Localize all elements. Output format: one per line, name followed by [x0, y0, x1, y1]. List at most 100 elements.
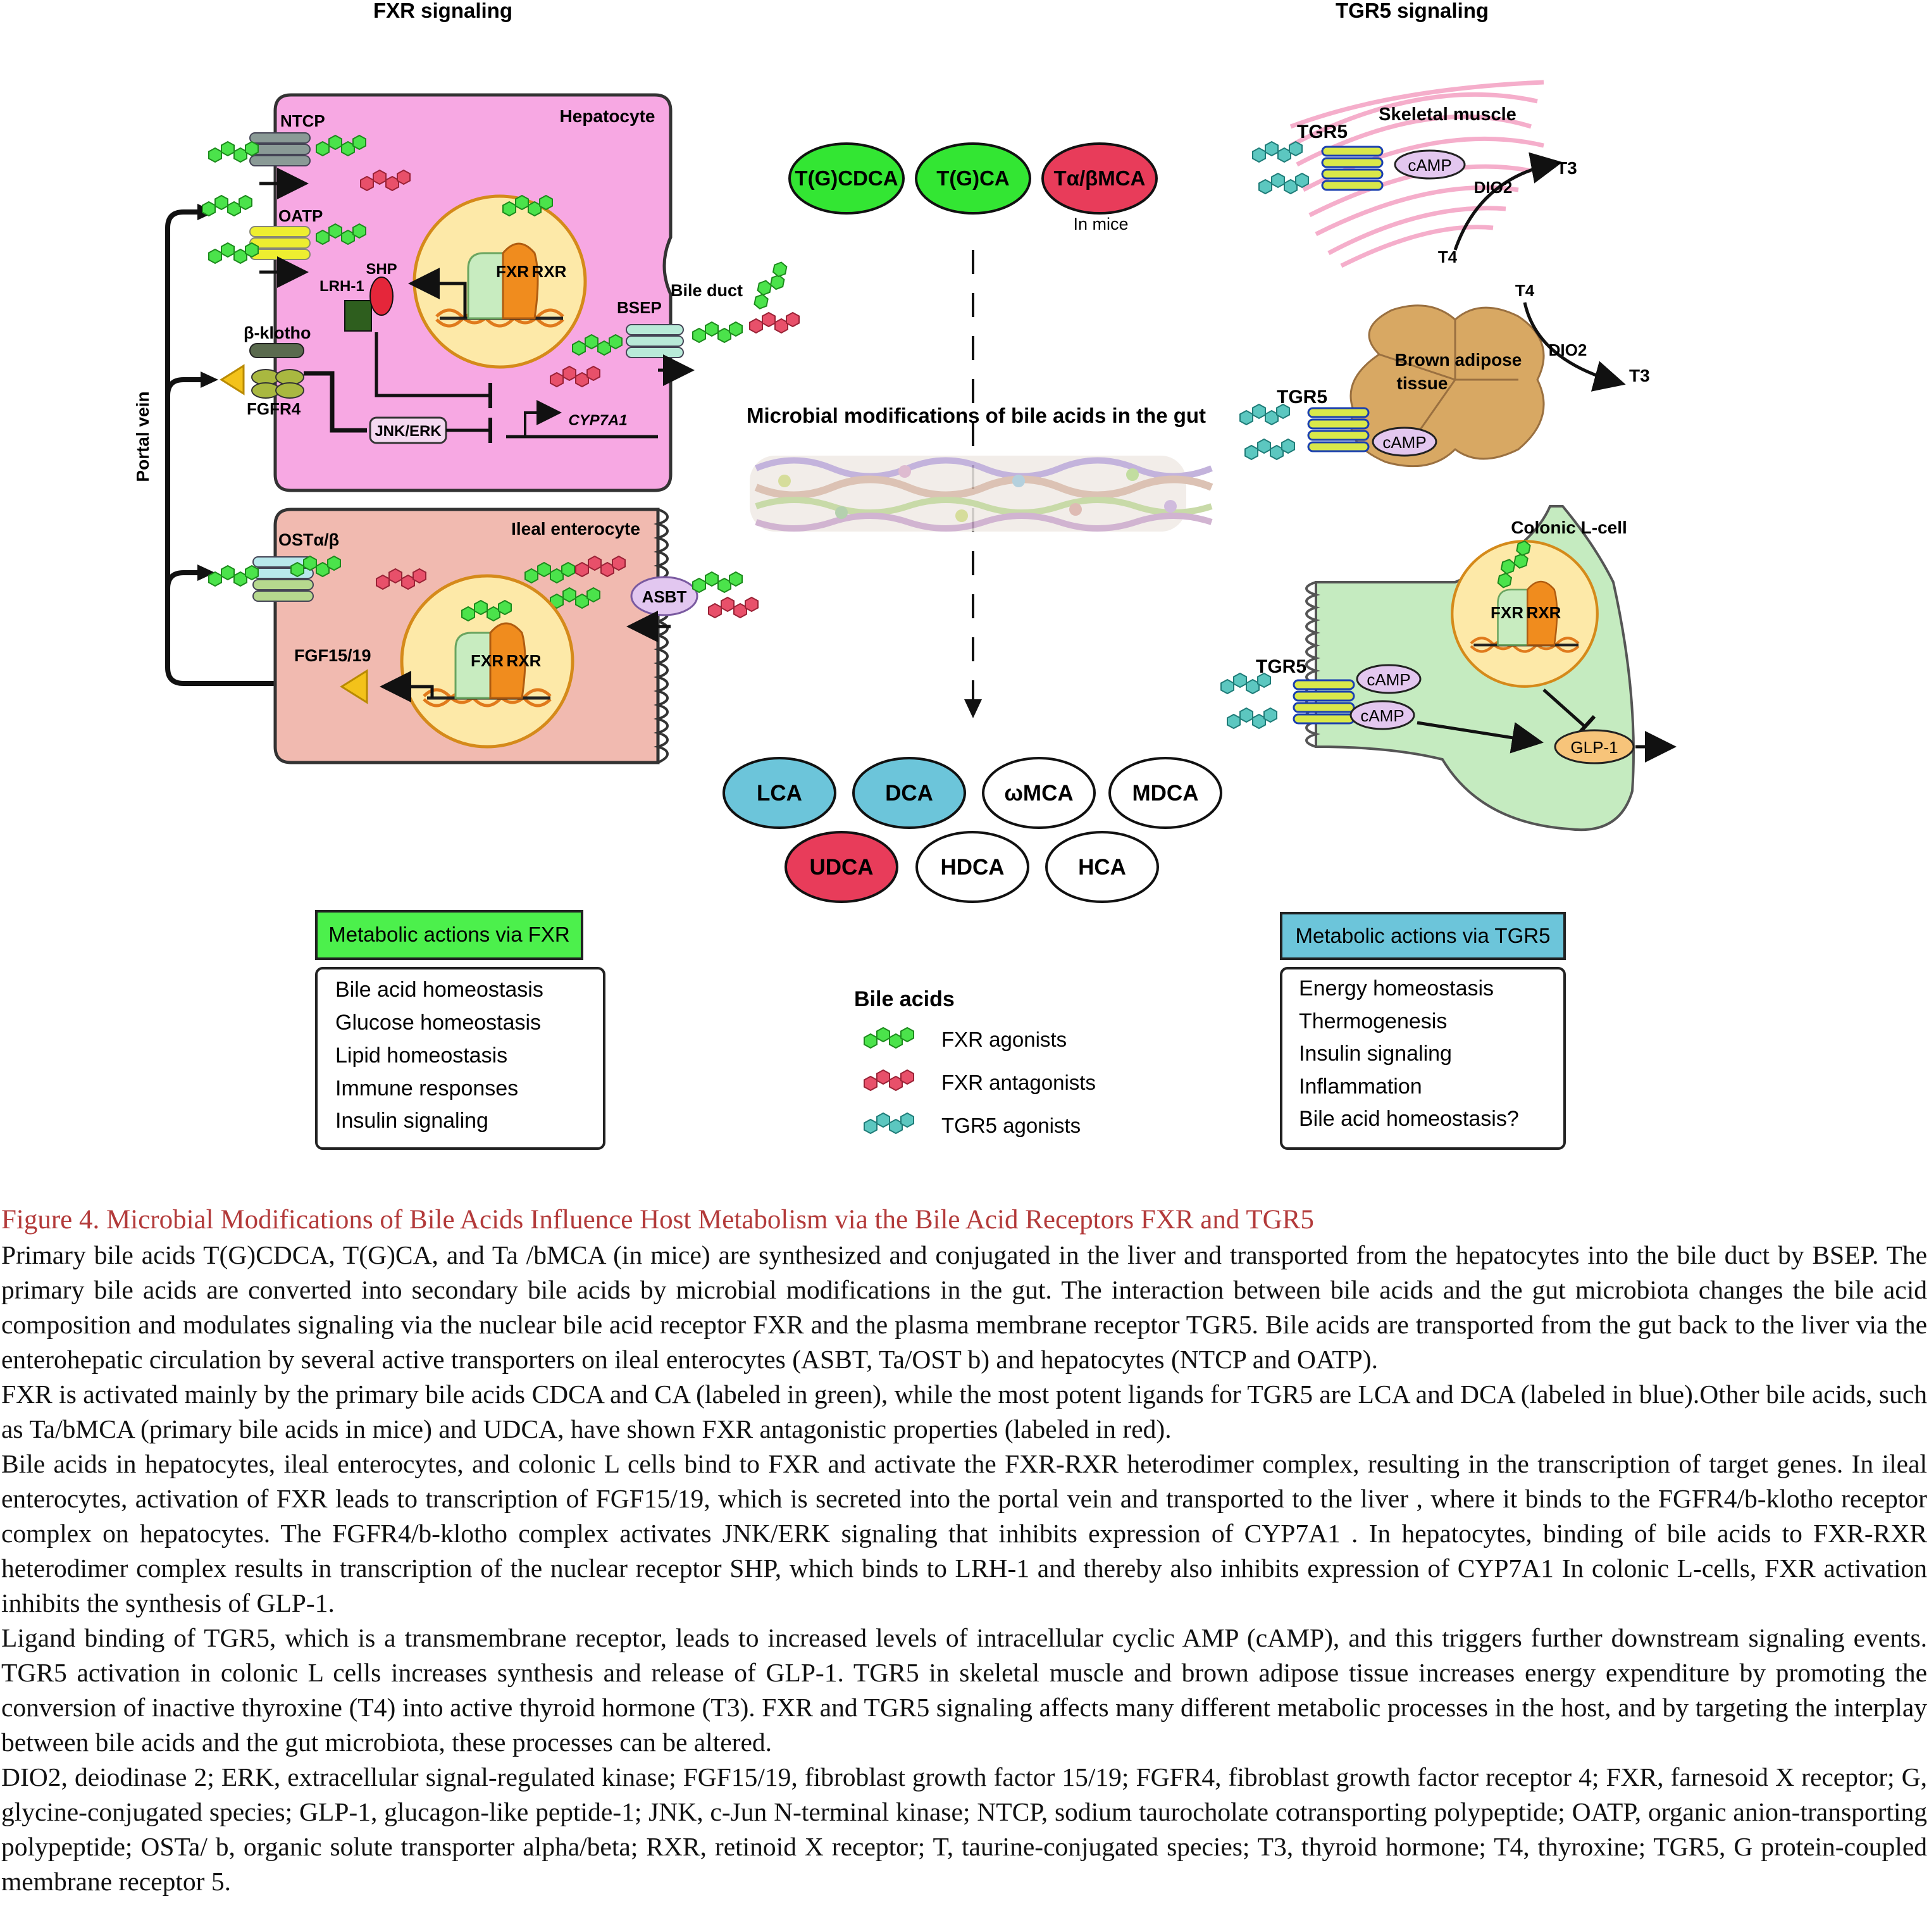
portal-vein-label: Portal vein [133, 391, 152, 482]
secondary-acid-6-label: HCA [1078, 855, 1126, 880]
secondary-acid-1-label: DCA [885, 781, 933, 806]
primary-acid-2-label: Tα/βMCA [1054, 166, 1146, 190]
lcell-camp-2-label: cAMP [1360, 706, 1404, 725]
bile-acid-legend: Bile acids FXR agonists FXR antagonists … [854, 987, 1096, 1137]
tgr5-action-1: Thermogenesis [1299, 1009, 1447, 1033]
fgf1519-label: FGF15/19 [294, 646, 371, 665]
muscle-t4-label: T4 [1438, 247, 1458, 266]
lcell-camp-1 [1356, 664, 1422, 694]
oatp-label: OATP [278, 206, 323, 225]
tgr5-signaling-header: TGR5 signaling [1336, 0, 1489, 22]
fxr-action-2: Lipid homeostasis [335, 1044, 507, 1068]
lcell-camp-1-label: cAMP [1367, 670, 1410, 689]
lcell-fxr-label: FXR [1491, 603, 1523, 622]
legend-item-0: FXR agonists [941, 1028, 1067, 1051]
asbt-label: ASBT [642, 587, 687, 606]
adipose-tgr5-label: TGR5 [1277, 387, 1327, 408]
fgfr4-label: FGFR4 [247, 399, 301, 418]
ntcp-label: NTCP [280, 111, 325, 130]
tgr5-actions-list [1280, 967, 1566, 1150]
muscle-dio2-label: DIO2 [1474, 178, 1513, 197]
adipose-camp [1372, 427, 1437, 457]
legend-title: Bile acids [854, 987, 955, 1011]
figure-diagram: FXR signaling TGR5 signaling Portal vein… [133, 0, 1677, 1150]
adipose-camp-label: cAMP [1382, 433, 1426, 452]
tgr5-actions-header [1280, 912, 1566, 960]
bsep-transporter [626, 324, 684, 358]
glp1-label: GLP-1 [1570, 738, 1618, 757]
tgr5-action-2: Insulin signaling [1299, 1042, 1452, 1066]
in-mice-label: In mice [1073, 215, 1128, 234]
fxr-action-0: Bile acid homeostasis [335, 978, 543, 1002]
tgr5-actions-title: Metabolic actions via TGR5 [1296, 924, 1551, 947]
adipose-dio2-label: DIO2 [1549, 340, 1587, 359]
secondary-bile-acids: LCA DCA ωMCA MDCA UDCA HDCA HCA [723, 757, 1222, 903]
hepatocyte-cell: Hepatocyte NTCP OATP FXR RXR LRH-1 SHP [202, 93, 799, 492]
secondary-acid-1 [852, 757, 966, 829]
lrh1-box [344, 300, 372, 332]
enterocyte-title: Ileal enterocyte [511, 519, 640, 539]
fxr-signaling-header: FXR signaling [373, 0, 512, 22]
primary-acid-0 [788, 142, 905, 215]
beta-klotho-fgfr4 [249, 343, 304, 399]
brown-adipose-panel: Brown adipose tissue TGR5 cAMP T4 DIO2 T… [1240, 281, 1650, 468]
fgf1519-triangle [340, 669, 368, 704]
shp-shape [369, 277, 394, 316]
caption-paragraph-2: FXR is activated mainly by the primary b… [1, 1380, 1927, 1443]
tgr5-action-0: Energy homeostasis [1299, 976, 1494, 1000]
tgr5-actions: Metabolic actions via TGR5 Energy homeos… [1280, 912, 1566, 1150]
secondary-acid-0-label: LCA [757, 781, 802, 806]
secondary-acid-3-label: MDCA [1132, 781, 1199, 806]
bile-duct-label: Bile duct [671, 281, 743, 300]
fxr-actions-header [315, 910, 583, 960]
muscle-title: Skeletal muscle [1379, 104, 1517, 125]
primary-acid-1-label: T(G)CA [936, 166, 1009, 190]
microbial-title: Microbial modifications of bile acids in… [747, 404, 1206, 427]
oatp-transporter [249, 226, 311, 260]
lcell-title: Colonic L-cell [1511, 518, 1627, 537]
ileal-enterocyte-cell: Ileal enterocyte OSTα/β ASBT FXR RXR FGF… [209, 508, 758, 764]
hep-rxr-label: RXR [532, 262, 567, 281]
shp-label: SHP [366, 261, 397, 278]
muscle-camp-label: cAMP [1408, 156, 1451, 175]
ost-label: OSTα/β [278, 530, 339, 549]
jnk-erk-label: JNK/ERK [375, 423, 442, 440]
ent-rxr-label: RXR [507, 651, 542, 670]
fxr-action-1: Glucose homeostasis [335, 1011, 541, 1035]
adipose-title-line2: tissue [1397, 373, 1448, 393]
legend-fxr-agonist-icon [864, 1028, 914, 1048]
secondary-acid-3 [1108, 757, 1222, 829]
fxr-actions-list [315, 967, 605, 1150]
lcell-rxr-label: RXR [1527, 603, 1561, 622]
beta-klotho-label: β-klotho [244, 323, 311, 342]
caption-paragraph-3: Bile acids in hepatocytes, ileal enteroc… [1, 1449, 1927, 1617]
fxr-actions-title: Metabolic actions via FXR [328, 923, 569, 946]
muscle-tgr5-label: TGR5 [1297, 122, 1348, 142]
primary-bile-acids: T(G)CDCA T(G)CA Tα/βMCA In mice [788, 142, 1158, 234]
muscle-camp [1394, 149, 1466, 180]
legend-tgr5-agonist-icon [864, 1113, 914, 1133]
skeletal-muscle-panel: Skeletal muscle TGR5 cAMP T3 DIO2 T4 [1253, 80, 1577, 268]
lrh1-label: LRH-1 [319, 278, 364, 295]
secondary-acid-5 [915, 831, 1029, 903]
colonic-lcell-panel: Colonic L-cell FXR RXR TGR5 cAMP cAMP GL… [1221, 505, 1677, 832]
adipose-t3-label: T3 [1629, 366, 1650, 385]
portal-vein-path [165, 209, 345, 686]
primary-acid-1 [915, 142, 1031, 215]
secondary-acid-2-label: ωMCA [1004, 781, 1073, 806]
secondary-acid-4 [785, 831, 898, 903]
caption-paragraph-5: DIO2, deiodinase 2; ERK, extracellular s… [1, 1762, 1927, 1896]
asbt-transporter [630, 576, 698, 616]
ent-fxr-label: FXR [471, 651, 504, 670]
fxr-action-3: Immune responses [335, 1076, 518, 1100]
hep-fxr-label: FXR [496, 262, 529, 281]
tgr5-action-3: Inflammation [1299, 1075, 1422, 1099]
primary-acid-0-label: T(G)CDCA [795, 166, 898, 190]
figure-caption: Figure 4. Microbial Modifications of Bil… [1, 1202, 1927, 1899]
legend-item-1: FXR antagonists [941, 1071, 1096, 1094]
fxr-action-4: Insulin signaling [335, 1109, 488, 1133]
fxr-actions: Metabolic actions via FXR Bile acid home… [315, 910, 605, 1150]
glp1-shape [1554, 729, 1635, 764]
fgf-ligand-triangle [220, 364, 245, 396]
cyp7a1-label: CYP7A1 [568, 412, 627, 429]
